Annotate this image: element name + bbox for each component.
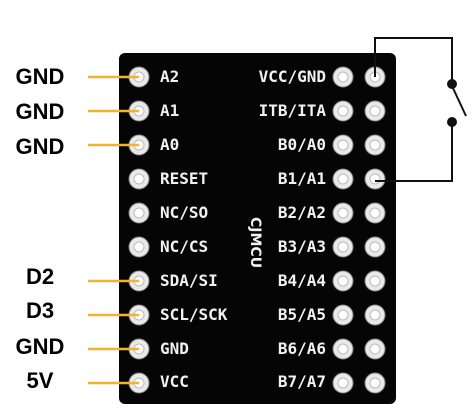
pin-label-b3-a3: B3/A3 bbox=[277, 237, 326, 256]
right-pin-pad-inner-3-hole bbox=[337, 173, 349, 185]
pin-label-vcc-gnd: VCC/GND bbox=[258, 67, 326, 86]
left-pin-pad-4-hole bbox=[133, 207, 145, 219]
pin-label-scl-sck: SCL/SCK bbox=[160, 305, 228, 324]
pin-label-b7-a7: B7/A7 bbox=[277, 372, 326, 391]
pin-label-sda-si: SDA/SI bbox=[160, 271, 218, 290]
pin-label-b6-a6: B6/A6 bbox=[277, 339, 326, 358]
right-pin-pad-outer-9-hole bbox=[369, 377, 381, 389]
external-label-gnd-bottom: GND bbox=[15, 334, 65, 359]
external-label-d3: D3 bbox=[25, 298, 55, 323]
switch-contact-top bbox=[447, 79, 457, 89]
pin-label-b4-a4: B4/A4 bbox=[277, 271, 326, 290]
right-pin-pad-inner-1-hole bbox=[337, 105, 349, 117]
right-pin-pad-outer-7-hole bbox=[369, 309, 381, 321]
external-label-gnd-a1: GND bbox=[15, 99, 65, 124]
right-pin-pad-inner-9-hole bbox=[337, 377, 349, 389]
pin-label-itb-ita: ITB/ITA bbox=[258, 101, 326, 120]
switch-circuit bbox=[374, 37, 467, 182]
pcb-board bbox=[119, 53, 396, 404]
left-pin-pad-3-hole bbox=[133, 173, 145, 185]
external-label-d2: D2 bbox=[25, 264, 55, 289]
right-pin-pad-inner-5-hole bbox=[337, 241, 349, 253]
left-pin-pad-5-hole bbox=[133, 241, 145, 253]
pin-label-gnd: GND bbox=[160, 339, 189, 358]
right-pin-pad-outer-4-hole bbox=[369, 207, 381, 219]
right-pin-pad-inner-0-hole bbox=[337, 71, 349, 83]
right-pin-pad-inner-8-hole bbox=[337, 343, 349, 355]
pin-label-a0: A0 bbox=[160, 135, 180, 154]
switch-wire-top bbox=[374, 37, 453, 80]
pin-label-reset: RESET bbox=[160, 169, 209, 188]
pin-label-b1-a1: B1/A1 bbox=[277, 169, 326, 188]
pin-label-a1: A1 bbox=[160, 101, 180, 120]
right-pin-pads bbox=[332, 66, 386, 394]
pin-label-b2-a2: B2/A2 bbox=[277, 203, 326, 222]
external-label-gnd-a2: GND bbox=[15, 64, 65, 89]
pin-label-a2: A2 bbox=[160, 67, 180, 86]
right-pin-pad-inner-6-hole bbox=[337, 275, 349, 287]
pin-label-nc-cs: NC/CS bbox=[160, 237, 209, 256]
right-pin-pad-inner-2-hole bbox=[337, 139, 349, 151]
switch-wire-bottom bbox=[375, 124, 453, 182]
right-pin-pad-inner-7-hole bbox=[337, 309, 349, 321]
pin-label-b0-a0: B0/A0 bbox=[277, 135, 326, 154]
right-pin-pad-outer-5-hole bbox=[369, 241, 381, 253]
right-pin-pad-outer-8-hole bbox=[369, 343, 381, 355]
switch-contact-bottom bbox=[447, 117, 457, 127]
pin-label-vcc: VCC bbox=[160, 372, 189, 391]
external-label-gnd-a0: GND bbox=[15, 134, 65, 159]
board-name: CJMCU bbox=[247, 217, 263, 269]
right-pin-pad-outer-1-hole bbox=[369, 105, 381, 117]
external-label-5v: 5V bbox=[26, 368, 54, 393]
right-pin-pad-inner-4-hole bbox=[337, 207, 349, 219]
switch-lever bbox=[451, 85, 467, 117]
right-pin-pad-outer-6-hole bbox=[369, 275, 381, 287]
pin-label-nc-so: NC/SO bbox=[160, 203, 209, 222]
wire-leads bbox=[88, 75, 139, 385]
right-pin-pad-outer-3-hole bbox=[369, 173, 381, 185]
right-pin-pad-outer-2-hole bbox=[369, 139, 381, 151]
pin-label-b5-a5: B5/A5 bbox=[277, 305, 326, 324]
